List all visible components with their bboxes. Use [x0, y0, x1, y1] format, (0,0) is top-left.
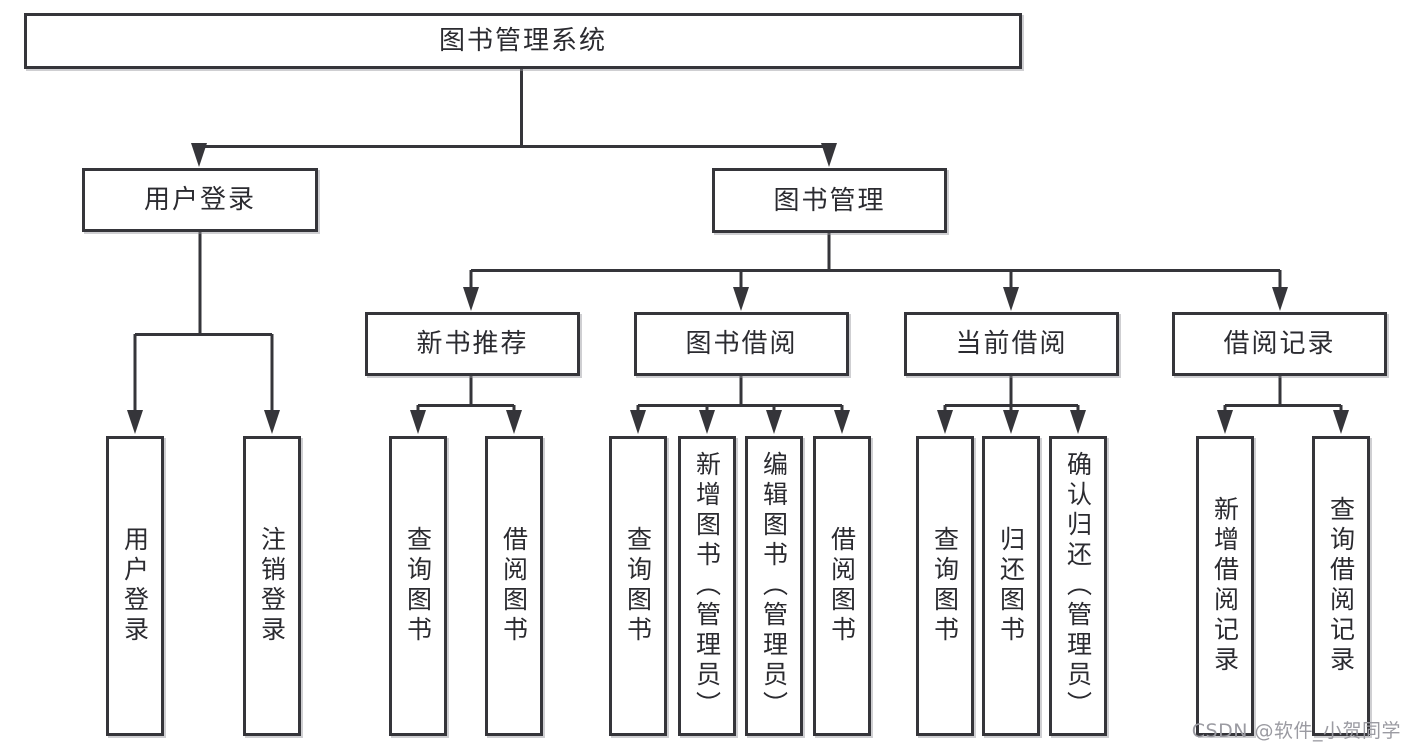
- node-label: 查询图书: [623, 526, 653, 646]
- node-user-login: 用户登录: [82, 168, 318, 232]
- node-label: 借阅图书: [827, 526, 857, 646]
- arrowhead: [937, 410, 953, 434]
- node-label: 查询图书: [403, 526, 433, 646]
- node-book-management: 图书管理: [712, 168, 947, 233]
- node-label: 新增图书（管理员）: [692, 451, 722, 721]
- node-borrow-records: 借阅记录: [1172, 312, 1387, 376]
- node-label: 编辑图书（管理员）: [759, 451, 789, 721]
- node-root-library-system: 图书管理系统: [24, 13, 1022, 69]
- leaf-confirm-return-admin: 确认归还（管理员）: [1049, 436, 1107, 736]
- arrowhead: [821, 143, 837, 167]
- node-label: 查询借阅记录: [1326, 496, 1356, 676]
- arrowhead: [127, 410, 143, 434]
- arrowhead: [506, 410, 522, 434]
- leaf-edit-books-admin: 编辑图书（管理员）: [745, 436, 803, 736]
- node-label: 注销登录: [257, 526, 287, 646]
- arrowhead: [264, 410, 280, 434]
- node-label: 图书借阅: [685, 329, 798, 359]
- arrowhead: [733, 287, 749, 311]
- node-label: 确认归还（管理员）: [1063, 451, 1093, 721]
- node-label: 用户登录: [143, 185, 256, 215]
- leaf-logout: 注销登录: [243, 436, 301, 736]
- leaf-add-borrow-record: 新增借阅记录: [1196, 436, 1254, 736]
- node-label: 查询图书: [930, 526, 960, 646]
- node-label: 借阅记录: [1223, 329, 1336, 359]
- arrowhead: [766, 410, 782, 434]
- csdn-watermark: CSDN @软件_小贺同学: [1191, 720, 1401, 742]
- arrowhead: [410, 410, 426, 434]
- node-label: 归还图书: [996, 526, 1026, 646]
- node-label: 用户登录: [120, 526, 150, 646]
- node-label: 新增借阅记录: [1210, 496, 1240, 676]
- node-label: 当前借阅: [955, 329, 1068, 359]
- leaf-query-books-current: 查询图书: [916, 436, 974, 736]
- arrowhead: [630, 410, 646, 434]
- arrowhead: [1333, 410, 1349, 434]
- arrowhead: [699, 410, 715, 434]
- connector: [416, 405, 1343, 412]
- arrowhead: [463, 287, 479, 311]
- arrowhead: [191, 143, 207, 167]
- arrowhead: [1272, 287, 1288, 311]
- arrowhead: [1003, 410, 1019, 434]
- leaf-user-login: 用户登录: [106, 436, 164, 736]
- leaf-query-books-borrow: 查询图书: [609, 436, 667, 736]
- arrowhead: [1217, 410, 1233, 434]
- leaf-borrow-books-recommend: 借阅图书: [485, 436, 543, 736]
- arrowhead: [1070, 410, 1086, 434]
- node-new-book-recommend: 新书推荐: [365, 312, 580, 376]
- node-label: 借阅图书: [499, 526, 529, 646]
- node-label: 新书推荐: [416, 329, 529, 359]
- leaf-return-books: 归还图书: [982, 436, 1040, 736]
- leaf-query-books-recommend: 查询图书: [389, 436, 447, 736]
- leaf-add-books-admin: 新增图书（管理员）: [678, 436, 736, 736]
- node-label: 图书管理系统: [438, 26, 607, 56]
- node-label: 图书管理: [773, 185, 886, 216]
- arrowhead: [1003, 287, 1019, 311]
- node-book-borrow: 图书借阅: [634, 312, 849, 376]
- leaf-borrow-books: 借阅图书: [813, 436, 871, 736]
- node-current-borrow: 当前借阅: [904, 312, 1119, 376]
- leaf-query-borrow-record: 查询借阅记录: [1312, 436, 1370, 736]
- arrowhead: [834, 410, 850, 434]
